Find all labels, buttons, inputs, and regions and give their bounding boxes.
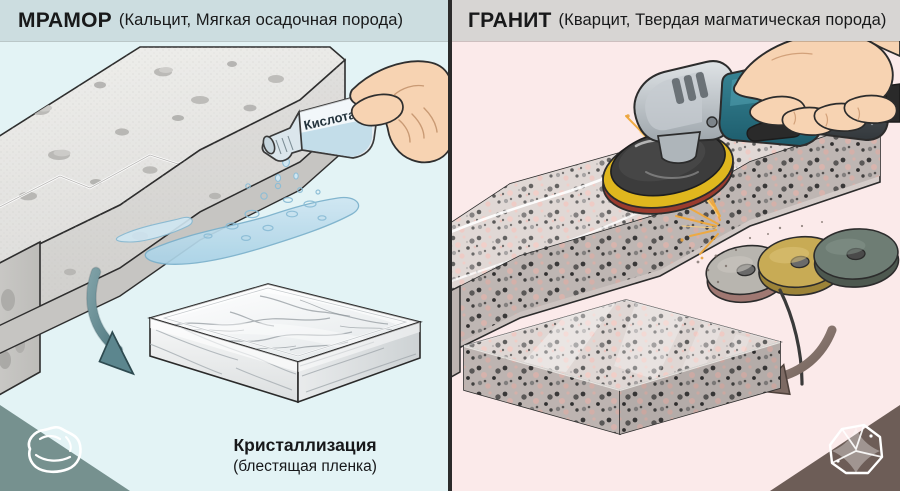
header-marble: МРАМОР (Кальцит, Мягкая осадочная порода… — [0, 0, 450, 41]
header-granite-title: ГРАНИТ — [468, 8, 552, 32]
granite-illustration — [450, 0, 900, 491]
header-marble-rule — [0, 41, 450, 42]
panel-granite: ГРАНИТ (Кварцит, Твердая магматическая п… — [450, 0, 900, 491]
rough-stone-icon — [27, 425, 82, 474]
header-marble-title: МРАМОР — [18, 8, 112, 32]
panel-marble: Кислота — [0, 0, 450, 491]
panel-divider — [448, 0, 452, 491]
caption-marble: Кристаллизация (блестящая пленка) — [170, 435, 440, 475]
marble-illustration: Кислота — [0, 46, 450, 404]
caption-marble-subtitle: (блестящая пленка) — [233, 457, 377, 475]
header-granite-rule — [450, 41, 900, 42]
header-granite-subtitle: (Кварцит, Твердая магматическая порода) — [558, 11, 887, 29]
abrasive-discs — [705, 228, 900, 304]
polishing-pad — [602, 129, 734, 215]
header-marble-subtitle: (Кальцит, Мягкая осадочная порода) — [118, 11, 404, 29]
badge-rough-stone — [0, 405, 130, 491]
badge-crystal-gem — [770, 405, 900, 491]
caption-marble-title: Кристаллизация — [233, 435, 377, 456]
header-granite: ГРАНИТ (Кварцит, Твердая магматическая п… — [450, 0, 900, 41]
crystal-gem-icon — [828, 423, 884, 475]
